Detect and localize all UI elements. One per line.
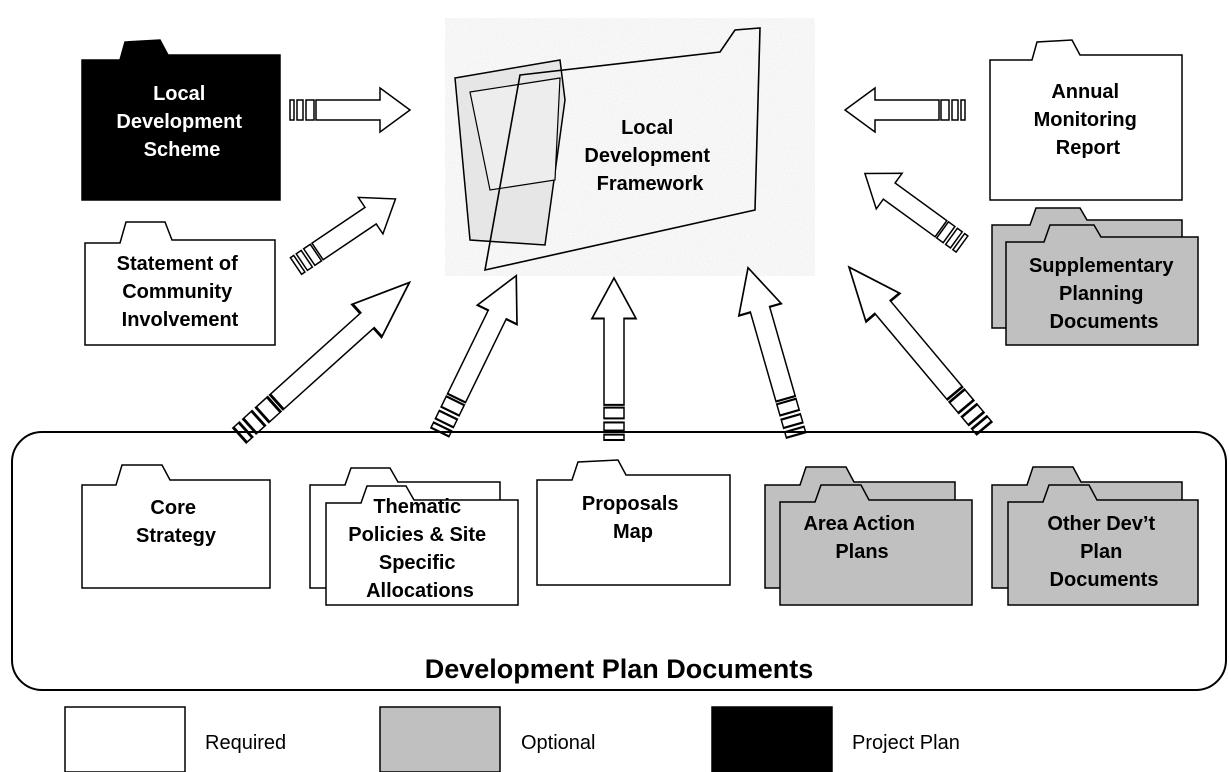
doc-annual-monitoring-report-label: Annual Monitoring Report bbox=[1034, 81, 1143, 159]
dpd-group: Development Plan Documents bbox=[11, 431, 1227, 691]
doc-core-strategy: Core Strategy bbox=[81, 464, 271, 589]
legend-label-optional: Optional bbox=[521, 732, 596, 754]
framework-area: Local Development Framework bbox=[445, 18, 815, 276]
framework-mid-folder bbox=[469, 77, 561, 191]
dpd-group-title: Development Plan Documents bbox=[425, 654, 814, 684]
doc-supplementary-planning-documents: Supplementary Planning Documents bbox=[991, 207, 1199, 346]
legend-swatch-required bbox=[64, 706, 186, 772]
doc-local-development-scheme-label: Local Development Scheme bbox=[116, 83, 247, 161]
legend-swatch-optional bbox=[379, 706, 501, 772]
arrow-spd bbox=[851, 154, 976, 263]
doc-area-action-plans: Area Action Plans bbox=[764, 466, 973, 606]
doc-core-strategy-label: Core Strategy bbox=[136, 497, 217, 547]
arrow-proposals bbox=[590, 276, 638, 442]
arrow-thematic bbox=[419, 264, 538, 443]
arrow-aap bbox=[725, 260, 819, 443]
doc-thematic-policies: Thematic Policies & Site Specific Alloca… bbox=[309, 467, 519, 606]
arrow-sci bbox=[282, 179, 409, 285]
doc-statement-of-community-involvement: Statement of Community Involvement bbox=[84, 221, 276, 346]
arrow-amr bbox=[844, 87, 966, 133]
doc-other-dev-plan-documents: Other Dev’t Plan Documents bbox=[991, 466, 1199, 606]
arrow-lds bbox=[289, 87, 411, 133]
legend: Required Optional Project Plan bbox=[64, 706, 960, 772]
doc-annual-monitoring-report: Annual Monitoring Report bbox=[989, 39, 1183, 201]
framework-front-folder bbox=[484, 27, 761, 272]
doc-area-action-plans-label: Area Action Plans bbox=[803, 513, 920, 563]
arrow-other bbox=[831, 251, 1002, 444]
doc-statement-of-community-involvement-label: Statement of Community Involvement bbox=[117, 253, 244, 331]
doc-local-development-scheme: Local Development Scheme bbox=[81, 39, 281, 201]
legend-swatch-project-plan bbox=[711, 706, 833, 772]
doc-supplementary-planning-documents-label: Supplementary Planning Documents bbox=[1029, 255, 1179, 333]
doc-other-dev-plan-documents-label: Other Dev’t Plan Documents bbox=[1047, 513, 1160, 591]
doc-thematic-policies-label: Thematic Policies & Site Specific Alloca… bbox=[348, 496, 491, 602]
doc-proposals-map-label: Proposals Map bbox=[582, 493, 684, 543]
legend-label-project-plan: Project Plan bbox=[852, 732, 960, 754]
framework-label: Local Development Framework bbox=[584, 117, 715, 195]
doc-proposals-map: Proposals Map bbox=[536, 459, 731, 586]
legend-label-required: Required bbox=[205, 732, 286, 754]
